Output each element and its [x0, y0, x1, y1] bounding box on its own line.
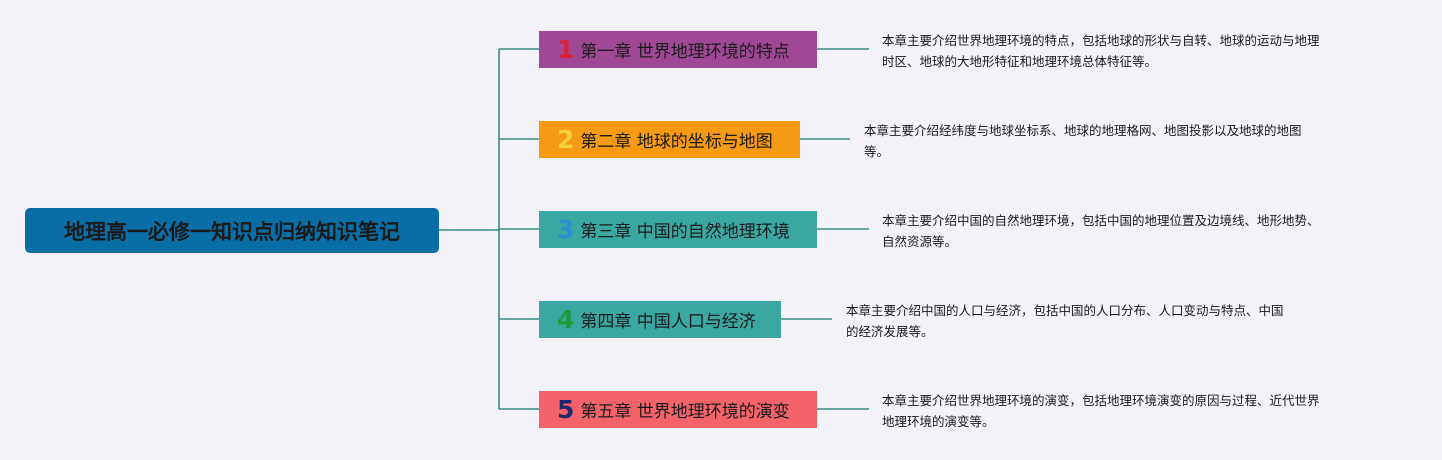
chapter-number-5: 5: [557, 395, 575, 424]
chapter-5-node[interactable]: 5 第五章 世界地理环境的演变: [539, 391, 817, 428]
chapter-title-2: 第二章 地球的坐标与地图: [580, 132, 773, 152]
chapter-title-4: 第四章 中国人口与经济: [580, 312, 756, 332]
description-line: 本章主要介绍世界地理环境的特点，包括地球的形状与自转、地球的运动与地理: [882, 33, 1320, 48]
chapter-title-3: 第三章 中国的自然地理环境: [580, 222, 790, 242]
description-line: 本章主要介绍经纬度与地球坐标系、地球的地理格网、地图投影以及地球的地图: [864, 123, 1302, 138]
root-topic[interactable]: 地理高一必修一知识点归纳知识笔记: [25, 208, 439, 253]
chapter-title-5: 第五章 世界地理环境的演变: [580, 402, 790, 422]
chapter-number-3: 3: [557, 215, 575, 244]
chapter-1-node[interactable]: 1 第一章 世界地理环境的特点: [539, 31, 817, 68]
description-line: 自然资源等。: [882, 234, 958, 249]
chapter-number-2: 2: [557, 125, 575, 154]
chapter-1-description: 本章主要介绍世界地理环境的特点，包括地球的形状与自转、地球的运动与地理 时区、地…: [882, 30, 1320, 72]
description-line: 本章主要介绍世界地理环境的演变，包括地理环境演变的原因与过程、近代世界: [882, 393, 1320, 408]
chapter-2-description: 本章主要介绍经纬度与地球坐标系、地球的地理格网、地图投影以及地球的地图 等。: [864, 120, 1302, 162]
chapter-2-node[interactable]: 2 第二章 地球的坐标与地图: [539, 121, 800, 158]
description-line: 本章主要介绍中国的自然地理环境，包括中国的地理位置及边境线、地形地势、: [882, 213, 1320, 228]
chapter-title-1: 第一章 世界地理环境的特点: [580, 42, 790, 62]
description-line: 地理环境的演变等。: [882, 414, 995, 429]
chapter-3-node[interactable]: 3 第三章 中国的自然地理环境: [539, 211, 817, 248]
chapter-number-4: 4: [557, 305, 575, 334]
chapter-4-node[interactable]: 4 第四章 中国人口与经济: [539, 301, 781, 338]
chapter-4-description: 本章主要介绍中国的人口与经济，包括中国的人口分布、人口变动与特点、中国 的经济发…: [846, 300, 1284, 342]
chapter-5-description: 本章主要介绍世界地理环境的演变，包括地理环境演变的原因与过程、近代世界 地理环境…: [882, 390, 1320, 432]
description-line: 本章主要介绍中国的人口与经济，包括中国的人口分布、人口变动与特点、中国: [846, 303, 1284, 318]
description-line: 等。: [864, 144, 890, 159]
chapter-number-1: 1: [557, 35, 575, 64]
description-line: 时区、地球的大地形特征和地理环境总体特征等。: [882, 54, 1158, 69]
root-topic-label: 地理高一必修一知识点归纳知识笔记: [64, 219, 400, 244]
description-line: 的经济发展等。: [846, 324, 934, 339]
chapter-3-description: 本章主要介绍中国的自然地理环境，包括中国的地理位置及边境线、地形地势、 自然资源…: [882, 210, 1320, 252]
